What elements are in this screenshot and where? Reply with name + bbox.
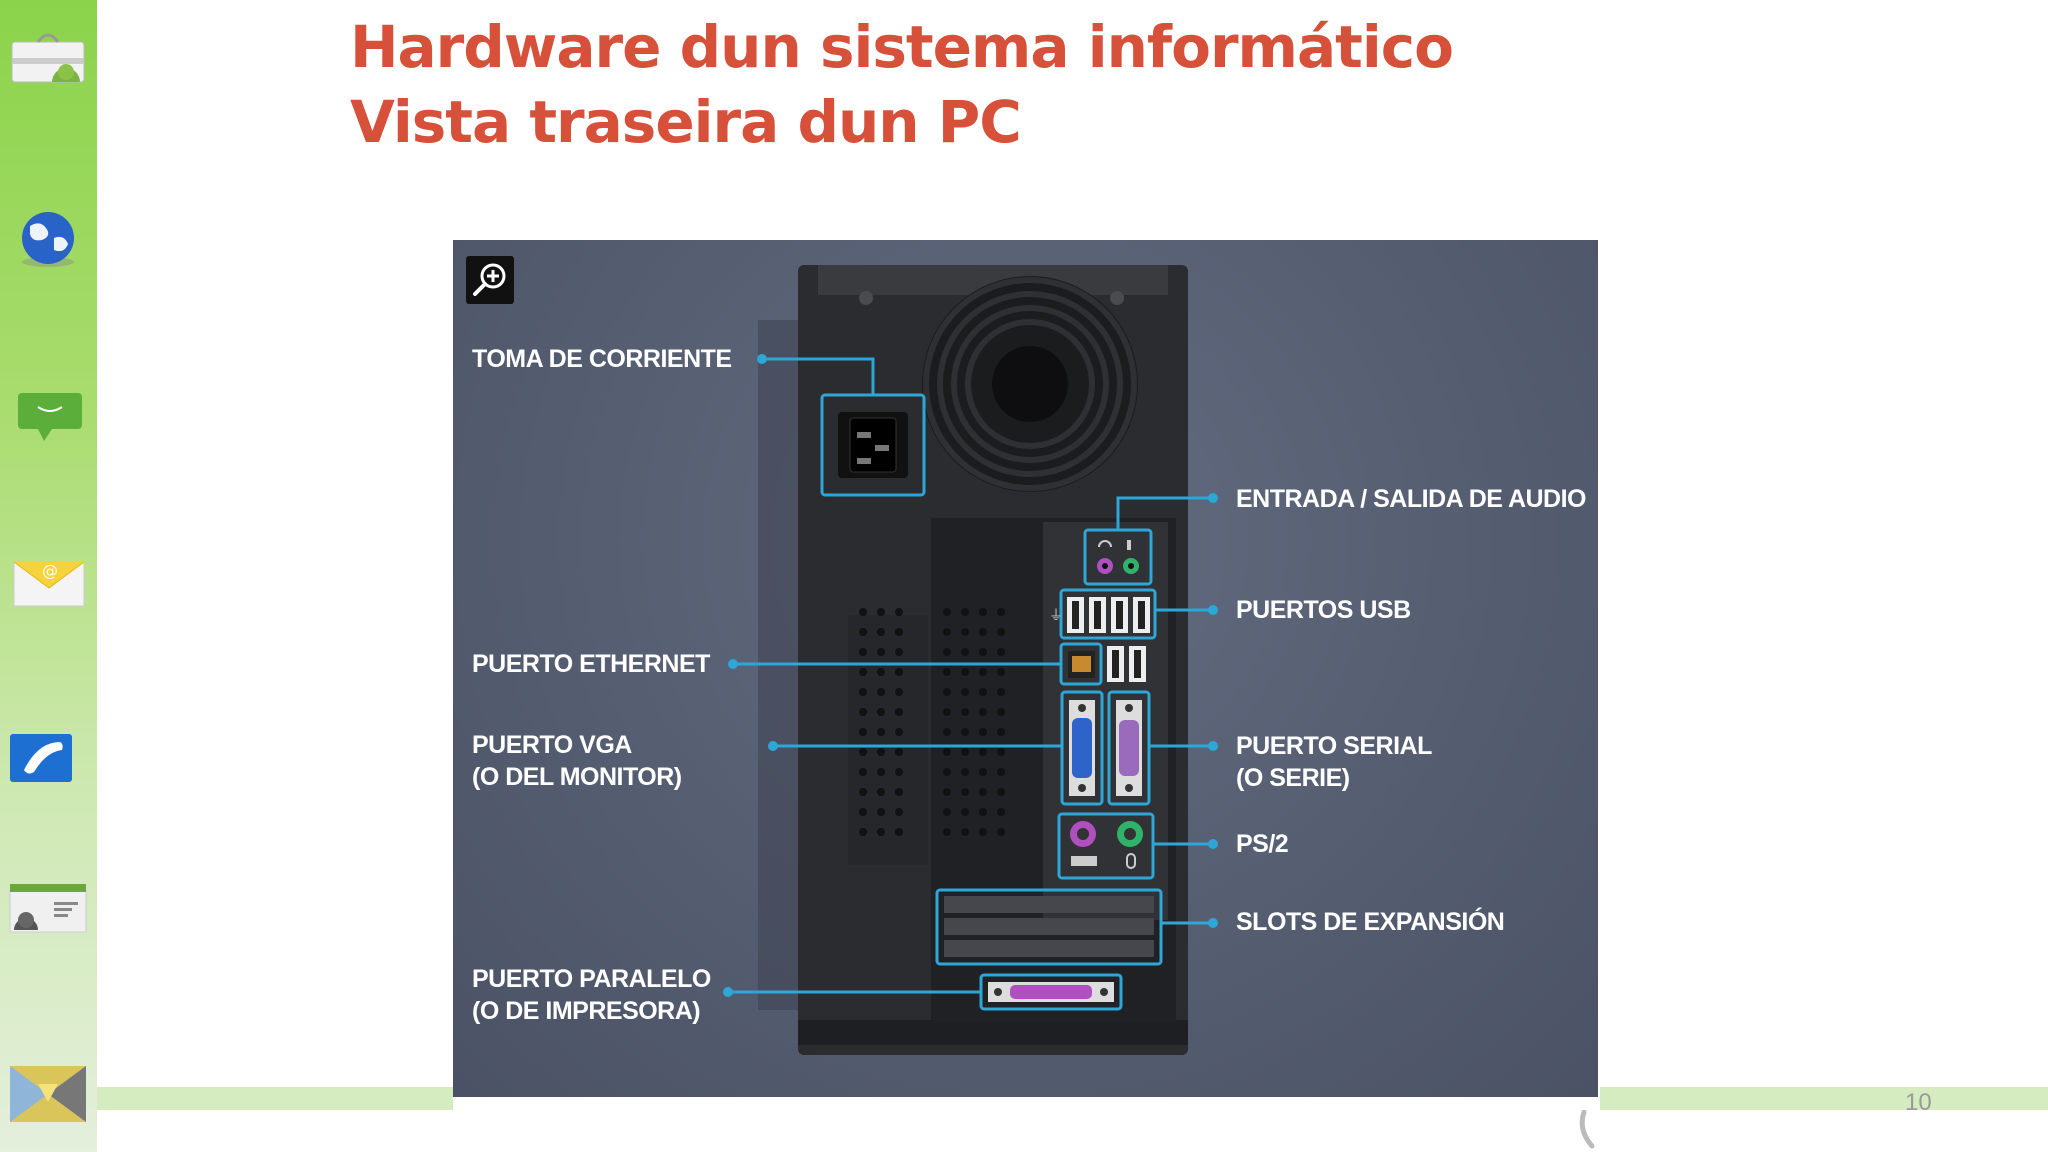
footer-bar-left [97, 1087, 453, 1110]
pc-rear-diagram: ⏚ [453, 240, 1598, 1097]
fan-grille [922, 276, 1138, 492]
pc-case-illustration: ⏚ [723, 265, 1218, 1055]
footer-bar-right [1600, 1087, 2048, 1110]
globe-icon[interactable] [8, 208, 88, 272]
callout-dots [723, 354, 1218, 997]
android-shop-icon[interactable] [8, 28, 88, 92]
power-socket [820, 393, 926, 497]
label-expansion-slots: SLOTS DE EXPANSIÓN [1236, 908, 1505, 936]
label-usb: PUERTOS USB [1236, 596, 1411, 624]
gallery-icon[interactable] [8, 1064, 88, 1128]
serial-port [1107, 690, 1151, 806]
android-mobile-phone-icon[interactable] [8, 882, 88, 946]
label-serial: PUERTO SERIAL (O SERIE) [1236, 730, 1432, 794]
label-serial-line1: PUERTO SERIAL [1236, 732, 1432, 760]
label-vga-line2: (O DEL MONITOR) [472, 763, 682, 791]
label-parallel-line1: PUERTO PARALELO [472, 965, 711, 993]
usb-ports: ⏚ [1049, 588, 1157, 682]
label-parallel-line2: (O DE IMPRESORA) [472, 997, 701, 1025]
title-line-1: Hardware dun sistema informático [350, 13, 1454, 81]
label-parallel: PUERTO PARALELO (O DE IMPRESORA) [472, 963, 711, 1027]
callout-lines [728, 357, 1213, 994]
vent-holes [859, 608, 1005, 836]
ethernet-port [1059, 642, 1103, 686]
zoom-in-button[interactable] [466, 256, 514, 304]
slide-title: Hardware dun sistema informático Vista t… [350, 10, 1454, 160]
email-icon[interactable]: @ [8, 548, 88, 612]
zoom-in-icon [473, 263, 506, 296]
svg-text:⏚: ⏚ [1049, 608, 1063, 624]
svg-text:@: @ [42, 561, 58, 580]
label-audio: ENTRADA / SALIDA DE AUDIO [1236, 485, 1587, 513]
label-vga: PUERTO VGA (O DEL MONITOR) [472, 729, 682, 793]
cursor-mark-icon [1579, 1110, 1595, 1149]
label-serial-line2: (O SERIE) [1236, 764, 1350, 792]
label-ps2: PS/2 [1236, 830, 1289, 858]
left-sidebar: @ [0, 0, 97, 1152]
title-line-2: Vista traseira dun PC [350, 88, 1022, 156]
label-vga-line1: PUERTO VGA [472, 731, 632, 759]
vga-port [1060, 690, 1104, 806]
chat-bubble-icon[interactable] [8, 385, 88, 449]
slide-number: 10 [1905, 1089, 1932, 1116]
expansion-slots [935, 888, 1163, 966]
label-power-socket: TOMA DE CORRIENTE [472, 345, 732, 373]
parallel-port [979, 973, 1123, 1011]
ps2-ports [1057, 812, 1155, 880]
label-ethernet: PUERTO ETHERNET [472, 650, 710, 678]
phone-icon[interactable] [8, 728, 88, 792]
